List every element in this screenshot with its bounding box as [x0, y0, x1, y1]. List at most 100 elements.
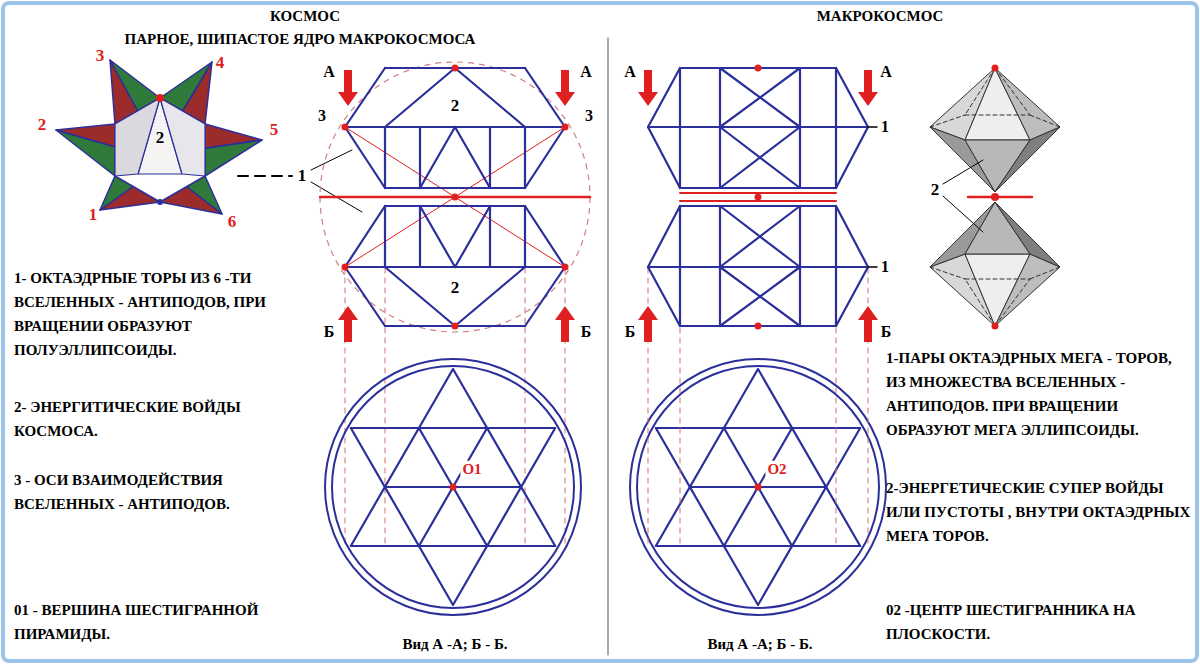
figure-line: [419, 206, 421, 267]
figure-line: [419, 127, 421, 188]
point-dot: [755, 484, 762, 491]
octahedron-face: [995, 202, 1060, 267]
note-text: 1- ОКТАЭДРНЫЕ ТОРЫ ИЗ 6 -ТИ ВСЕЛЕННЫХ - …: [14, 266, 319, 362]
view-letter: Б: [625, 323, 636, 341]
figure-line: [680, 205, 836, 207]
point-dot: [450, 484, 457, 491]
callout-number: 1: [881, 258, 889, 276]
leader-line: [943, 196, 983, 232]
projection-line: [385, 268, 386, 545]
callout-number: 3: [316, 107, 328, 125]
callout-number: 2: [156, 129, 165, 148]
figure-line: [720, 68, 800, 127]
figure-line: [489, 206, 491, 267]
note-text: 1-ПАРЫ ОКТАЭДРНЫХ МЕГА - ТОРОВ, ИЗ МНОЖЕ…: [886, 346, 1192, 442]
view-arrow: [858, 306, 878, 342]
note-text: 01 - ВЕРШИНА ШЕСТИГРАННОЙ ПИРАМИДЫ.: [14, 598, 319, 646]
view-arrow: [858, 70, 878, 106]
figure-line: [720, 127, 800, 188]
figure-line: [345, 206, 385, 267]
figure-line: [720, 206, 800, 267]
figure-line: [524, 206, 526, 267]
callout-number: 2: [931, 181, 940, 200]
divider: [608, 38, 609, 655]
point-label: О1: [460, 461, 483, 478]
figure-line: [455, 127, 490, 188]
note-text: 2-ЭНЕРГЕТИЧЕСКИЕ СУПЕР ВОЙДЫ ИЛИ ПУСТОТЫ…: [886, 476, 1192, 548]
figure-line: [680, 187, 836, 189]
callout-number: 1: [881, 118, 889, 136]
figure-line: [836, 206, 868, 267]
plan-circle: [332, 366, 574, 608]
point-label: О2: [765, 461, 788, 478]
leader-line: [868, 126, 877, 128]
figure-line: [385, 68, 455, 127]
view-letter: А: [580, 63, 592, 81]
view-letter: А: [880, 63, 892, 81]
view-arrow: [338, 306, 358, 342]
callout-number: 3: [96, 47, 105, 66]
callout-number: 3: [583, 107, 595, 125]
note-text: 2- ЭНЕРГИТИЧЕСКИЕ ВОЙДЫ КОСМОСА.: [14, 395, 319, 443]
note-text: 3 - ОСИ ВЗАИМОДЕЙСТВИЯ ВСЕЛЕННЫХ - АНТИП…: [14, 468, 319, 516]
figure-line: [384, 206, 386, 267]
view-arrow: [638, 70, 658, 106]
projection-line: [345, 268, 346, 545]
view-letter: А: [323, 63, 335, 81]
plan-circle: [637, 366, 879, 608]
point-dot: [562, 264, 569, 271]
view-letter: Б: [324, 323, 335, 341]
point-dot: [755, 194, 762, 201]
leader-line: [238, 175, 292, 177]
point-dot: [157, 199, 163, 205]
lattice-line: [419, 428, 487, 546]
callout-number: 6: [228, 213, 237, 232]
core-pyramid: [115, 98, 160, 176]
core-pyramid: [160, 98, 205, 176]
view-arrow: [555, 70, 575, 106]
figure-line: [455, 267, 525, 326]
leader-line: [311, 150, 352, 170]
octahedron-face: [995, 127, 1060, 192]
lattice-line: [419, 428, 487, 546]
point-dot: [342, 124, 349, 131]
point-dot: [156, 94, 164, 102]
view-arrow: [338, 70, 358, 106]
projection-line: [525, 268, 526, 545]
hexagram-triangle: [656, 369, 860, 546]
figure-line: [385, 267, 455, 326]
hexagram-triangle: [351, 369, 555, 546]
figure-line: [835, 206, 837, 326]
figure-line: [385, 205, 525, 207]
figure-line: [836, 127, 868, 188]
figure-line: [835, 68, 837, 188]
figure-line: [648, 206, 680, 267]
callout-number: 1: [89, 206, 98, 225]
hidden-edge: [965, 279, 1030, 280]
hidden-edge: [965, 115, 1030, 116]
figure-line: [420, 206, 455, 267]
figure-line: [720, 127, 800, 188]
point-dot: [562, 124, 569, 131]
figure-line: [455, 68, 525, 127]
figure-line: [720, 267, 800, 326]
note-text: 02 -ЦЕНТР ШЕСТИГРАННИКА НА ПЛОСКОСТИ.: [886, 598, 1192, 646]
point-dot: [755, 323, 762, 330]
callout-number: 2: [449, 97, 462, 116]
point-dot: [342, 264, 349, 271]
point-dot: [452, 65, 459, 72]
callout-number: 2: [38, 116, 47, 135]
hidden-edge: [965, 68, 995, 115]
figure-line: [679, 68, 681, 188]
point-dot: [452, 323, 459, 330]
star-core: [115, 98, 205, 202]
hidden-edge: [995, 279, 1030, 326]
point-dot: [991, 193, 999, 201]
view-letter: Б: [881, 323, 892, 341]
leader-line: [943, 160, 983, 184]
leader-line: [868, 266, 877, 268]
figure-line: [384, 127, 386, 188]
figure-line: [524, 127, 526, 188]
lattice-line: [724, 428, 792, 546]
